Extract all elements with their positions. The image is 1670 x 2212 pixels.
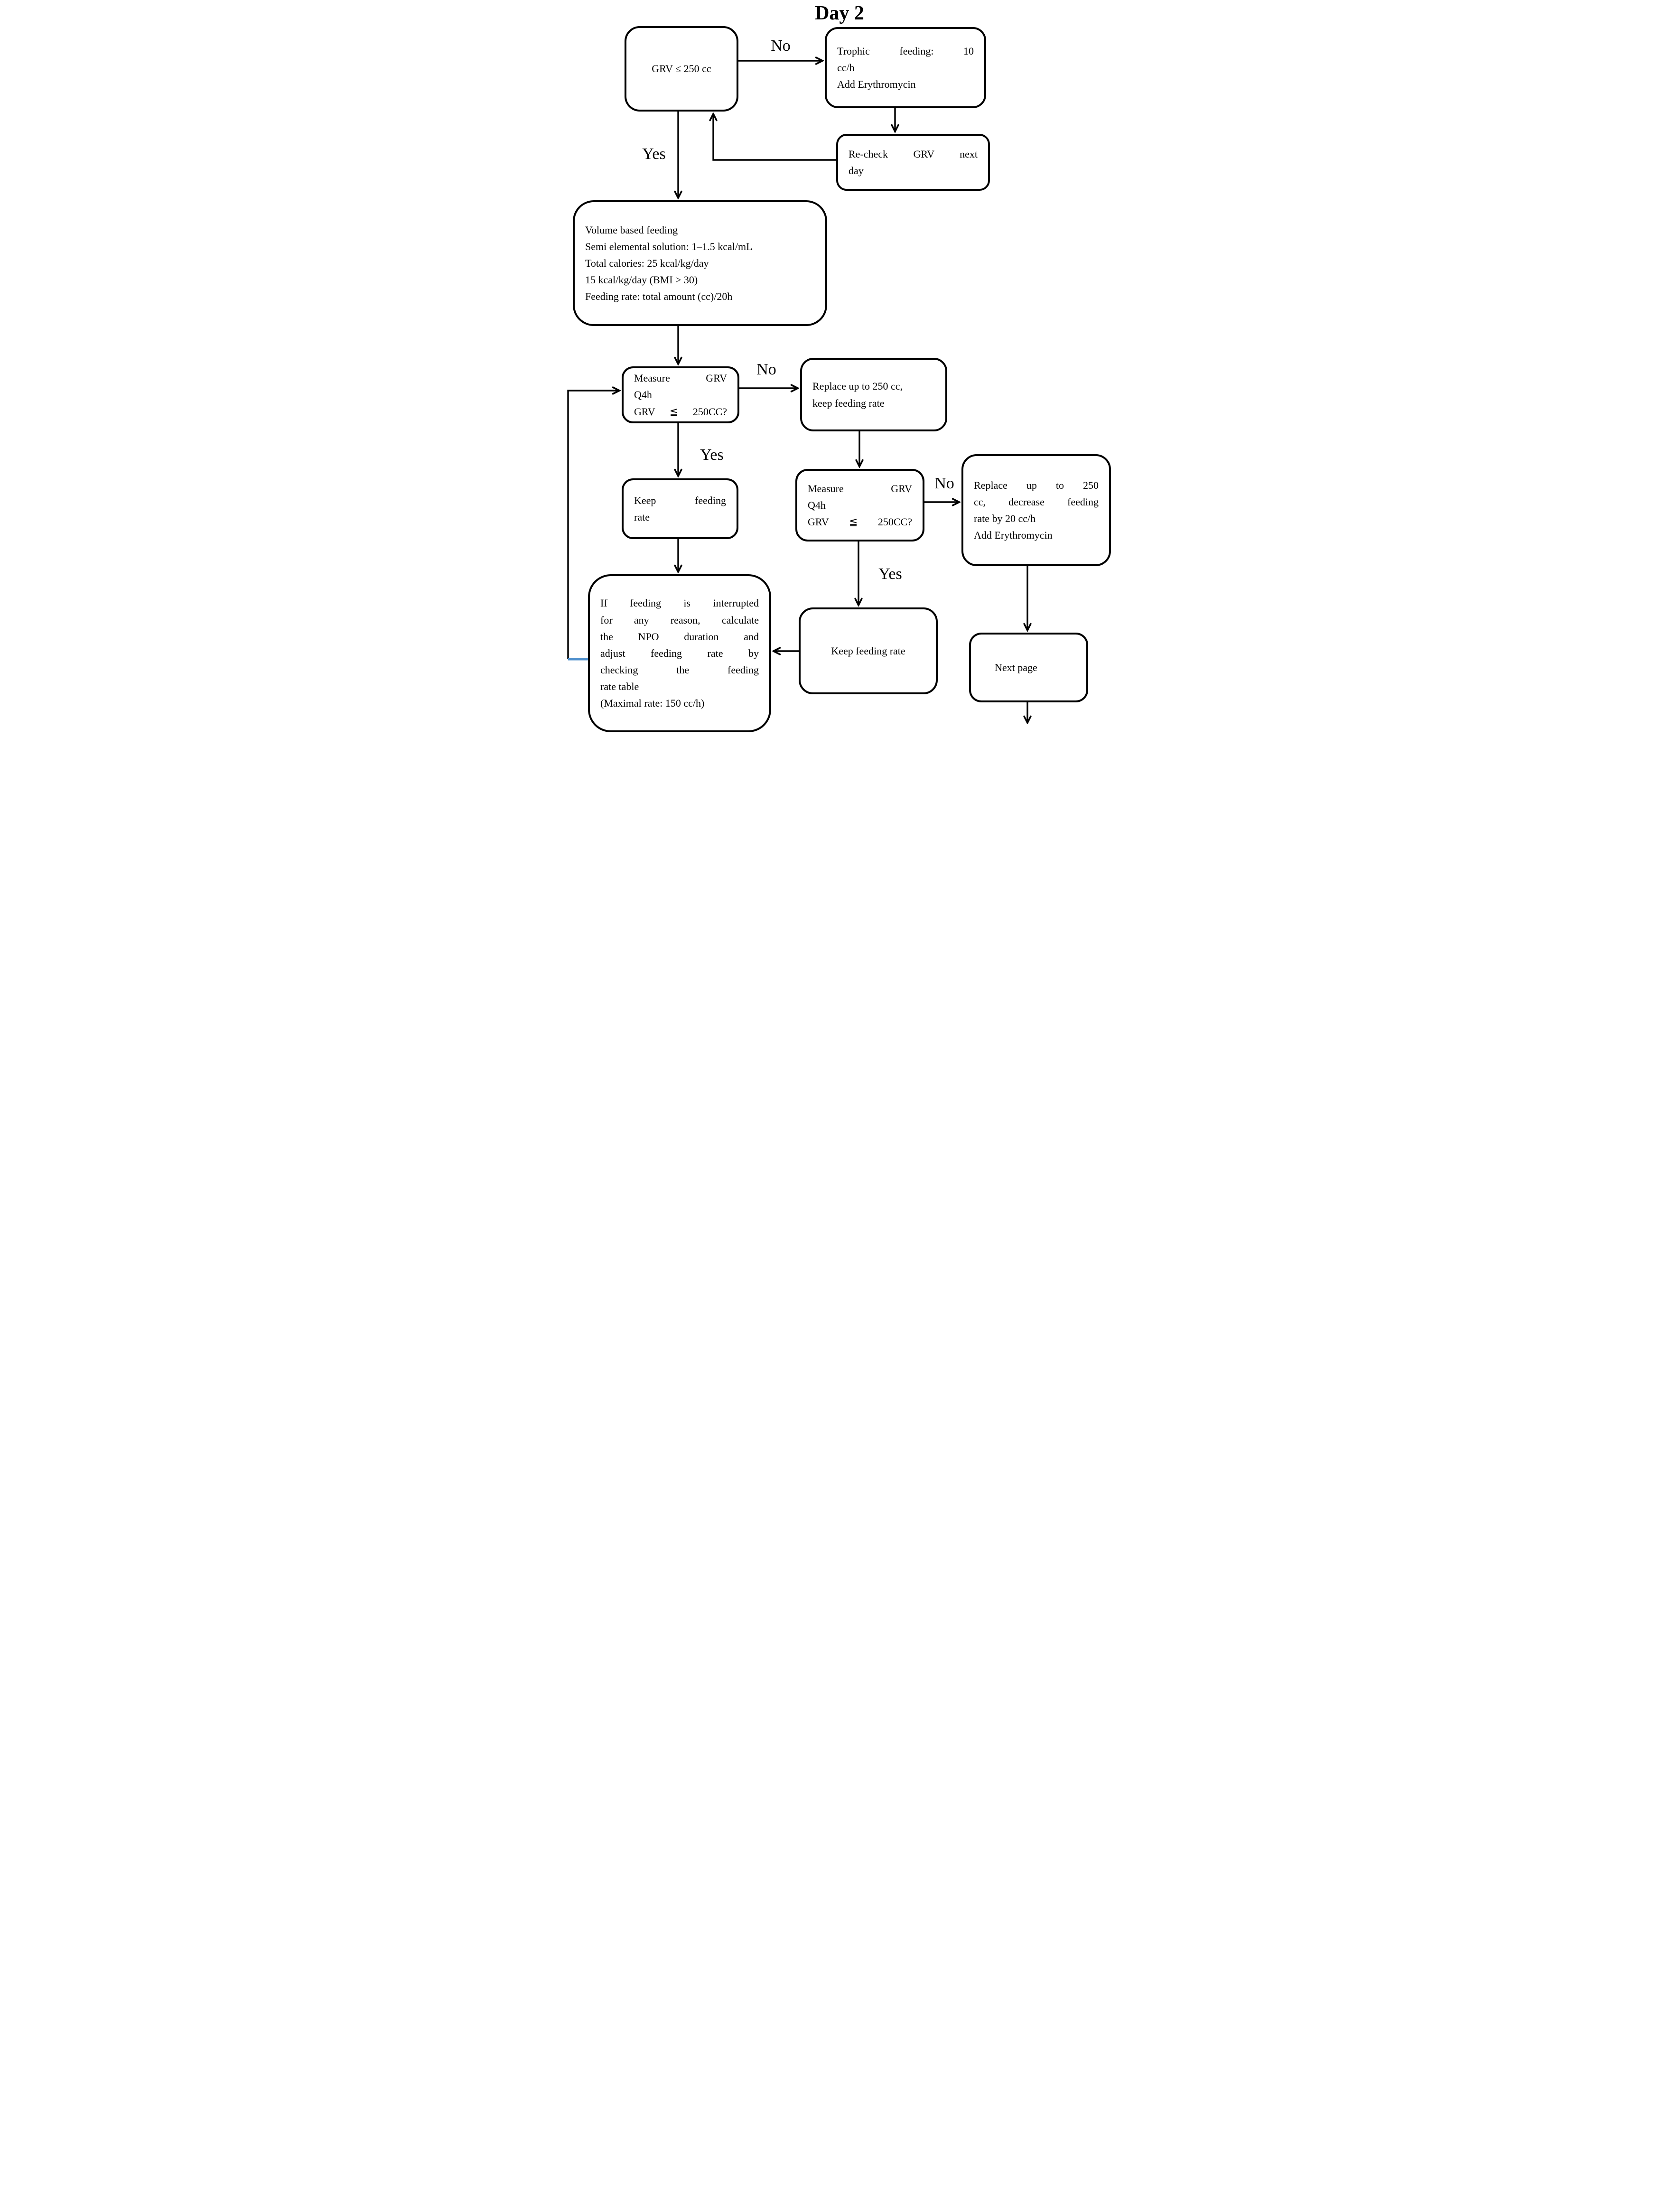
box-line: Volume based feeding — [585, 224, 678, 236]
box-line: Next page — [995, 661, 1037, 673]
page-title: Day 2 — [815, 2, 864, 24]
box-keep-rate-2: Keep feeding rate — [799, 607, 938, 694]
box-line: Measure GRV — [808, 482, 912, 495]
flowchart-connectors — [567, 0, 1113, 737]
box-line: (Maximal rate: 150 cc/h) — [600, 697, 705, 709]
label-yes-1: Yes — [642, 145, 666, 163]
box-line: Keep feeding rate — [831, 644, 905, 657]
label-yes-2: Yes — [700, 446, 724, 464]
box-line: GRV ≦ 250CC? — [808, 516, 912, 528]
box-line: Semi elemental solution: 1–1.5 kcal/mL — [585, 240, 753, 252]
box-line: rate table — [600, 681, 639, 693]
box-trophic-feeding: Trophic feeding: 10 cc/h Add Erythromyci… — [825, 27, 986, 108]
box-line: cc/h — [837, 61, 855, 74]
box-line: cc, decrease feeding — [974, 495, 1099, 508]
box-line: for any reason, calculate — [600, 614, 759, 626]
label-no-3: No — [934, 475, 954, 492]
box-line: adjust feeding rate by — [600, 647, 759, 659]
box-line: Keep feeding — [634, 494, 726, 506]
box-volume-feeding: Volume based feeding Semi elemental solu… — [573, 200, 827, 326]
box-recheck-grv: Re-check GRV next day — [836, 134, 990, 191]
box-line: day — [849, 165, 864, 177]
box-measure-grv-1: Measure GRV Q4h GRV ≦ 250CC? — [622, 366, 739, 423]
box-line: Q4h — [808, 499, 826, 511]
box-line: keep feeding rate — [812, 397, 885, 409]
box-line: Feeding rate: total amount (cc)/20h — [585, 290, 733, 303]
label-no-2: No — [756, 361, 776, 378]
box-line: Trophic feeding: 10 — [837, 45, 974, 57]
box-line: the NPO duration and — [600, 630, 759, 643]
box-line: Replace up to 250 — [974, 479, 1099, 491]
box-line: If feeding is interrupted — [600, 597, 759, 609]
box-line: rate by 20 cc/h — [974, 513, 1036, 524]
box-line: Q4h — [634, 389, 652, 401]
arrow-recheck-return — [713, 114, 836, 161]
box-line: Add Erythromycin — [837, 78, 916, 91]
box-line: GRV ≦ 250CC? — [634, 405, 727, 418]
box-line: 15 kcal/kg/day (BMI > 30) — [585, 274, 698, 286]
box-keep-rate-1: Keep feeding rate — [622, 478, 738, 539]
label-yes-3: Yes — [878, 565, 902, 583]
box-line: Add Erythromycin — [974, 529, 1053, 541]
box-line: rate — [634, 511, 650, 523]
box-replace-keep-rate: Replace up to 250 cc, keep feeding rate — [800, 358, 947, 431]
box-measure-grv-2: Measure GRV Q4h GRV ≦ 250CC? — [795, 469, 924, 541]
box-replace-decrease-rate: Replace up to 250 cc, decrease feeding r… — [961, 454, 1111, 566]
box-line: Total calories: 25 kcal/kg/day — [585, 257, 709, 269]
box-line: Replace up to 250 cc, — [812, 380, 903, 392]
box-line: Re-check GRV next — [849, 148, 978, 160]
flowchart-page: Day 2 GRV ≤ 250 cc — [557, 0, 1113, 737]
box-line: checking the feeding — [600, 664, 759, 676]
box-next-page: Next page — [969, 633, 1088, 702]
box-grv-check: GRV ≤ 250 cc — [625, 26, 738, 112]
box-line: GRV ≤ 250 cc — [652, 63, 711, 75]
box-line: Measure GRV — [634, 372, 727, 384]
feedback-loop-line — [567, 391, 619, 659]
label-no-1: No — [771, 37, 791, 55]
box-feeding-interrupted: If feeding is interrupted for any reason… — [588, 574, 771, 732]
